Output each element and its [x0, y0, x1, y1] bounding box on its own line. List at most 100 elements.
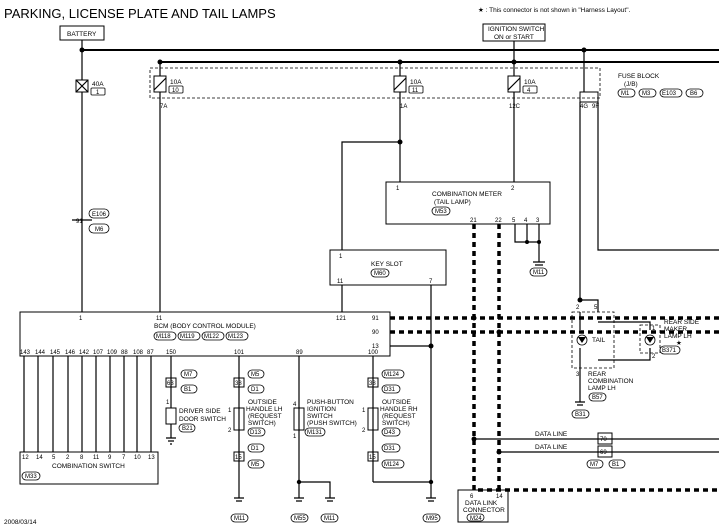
fuse-block-conn-1: M1	[621, 91, 630, 97]
svg-text:(PUSH SWITCH): (PUSH SWITCH)	[307, 420, 357, 427]
svg-text:M7: M7	[184, 372, 193, 378]
svg-text:5: 5	[512, 218, 516, 224]
svg-text:9: 9	[108, 455, 112, 461]
combination-meter-label: COMBINATION METER	[432, 191, 502, 198]
svg-text:HANDLE LH: HANDLE LH	[246, 406, 283, 413]
svg-text:146: 146	[65, 350, 76, 356]
driver-door-label: DRIVER SIDE	[179, 408, 221, 415]
svg-text:3: 3	[576, 372, 580, 378]
svg-text:B21: B21	[182, 426, 193, 432]
fuse-pin-4g: 4G	[580, 104, 588, 110]
svg-text:MAKER: MAKER	[664, 326, 687, 333]
svg-text:1: 1	[166, 400, 170, 406]
svg-text:D1: D1	[251, 387, 259, 393]
svg-text:2: 2	[228, 428, 232, 434]
battery-label: BATTERY	[67, 31, 97, 38]
combination-meter-box	[385, 181, 551, 225]
handle-lh-label: OUTSIDE	[248, 399, 278, 406]
svg-text:70: 70	[600, 437, 607, 443]
svg-text:14: 14	[496, 494, 503, 500]
handle-lh-switch	[233, 407, 245, 431]
svg-text:★: ★	[676, 339, 682, 347]
combination-meter-conn: M53	[435, 209, 447, 215]
svg-text:CONNECTOR: CONNECTOR	[463, 507, 505, 514]
fuse-4-amp: 10A	[524, 79, 536, 86]
svg-text:143: 143	[20, 350, 31, 356]
svg-text:142: 142	[79, 350, 90, 356]
svg-text:121: 121	[336, 316, 347, 322]
bcm-label: BCM (BODY CONTROL MODULE)	[154, 323, 256, 330]
fuse-block-line2: (J/B)	[624, 81, 638, 88]
svg-text:LAMP LH: LAMP LH	[588, 385, 616, 392]
dlc-conn: M24	[470, 516, 482, 522]
ignition-line1: IGNITION SWITCH	[488, 26, 545, 33]
svg-text:IGNITION: IGNITION	[307, 406, 336, 413]
svg-text:15: 15	[369, 455, 376, 461]
tail-lamp-label: TAIL	[592, 337, 606, 344]
combination-switch-box	[19, 451, 159, 485]
svg-text:21: 21	[470, 218, 477, 224]
e106-pin: 91	[76, 219, 83, 225]
svg-text:B371: B371	[662, 348, 677, 354]
ground-m95: M95	[426, 516, 438, 522]
svg-text:(REQUEST: (REQUEST	[248, 413, 282, 420]
svg-text:M122: M122	[204, 334, 220, 340]
svg-text:108: 108	[133, 350, 144, 356]
svg-text:38: 38	[369, 381, 376, 387]
svg-text:1: 1	[293, 434, 297, 440]
svg-text:12: 12	[22, 455, 29, 461]
svg-text:150: 150	[166, 350, 177, 356]
ignition-line2: ON or START	[494, 34, 534, 41]
push-button-switch	[293, 407, 305, 431]
page-title: PARKING, LICENSE PLATE AND TAIL LAMPS	[4, 6, 276, 21]
combination-switch-conn: M33	[25, 474, 37, 480]
fuse-4g-9f-block	[579, 91, 599, 103]
dlc-label: DATA LINK	[465, 500, 498, 507]
svg-text:88: 88	[121, 350, 128, 356]
svg-text:3: 3	[536, 218, 540, 224]
handle-rh-label: OUTSIDE	[382, 399, 412, 406]
svg-text:89: 89	[296, 350, 303, 356]
svg-text:M124: M124	[384, 372, 400, 378]
svg-text:2: 2	[66, 455, 70, 461]
svg-text:2: 2	[511, 186, 515, 192]
svg-text:M5: M5	[251, 462, 260, 468]
svg-text:38: 38	[235, 381, 242, 387]
fuse-4-num: 4	[527, 88, 531, 94]
rear-combination-lamp-box	[571, 311, 615, 369]
svg-text:COMBINATION: COMBINATION	[588, 378, 634, 385]
svg-text:87: 87	[147, 350, 154, 356]
fuse-block-conn-3: E103	[662, 91, 677, 97]
svg-text:10: 10	[134, 455, 141, 461]
svg-text:63: 63	[167, 381, 174, 387]
svg-text:8: 8	[80, 455, 84, 461]
svg-text:14: 14	[36, 455, 43, 461]
fuse-block-outline	[149, 67, 601, 99]
svg-text:SWITCH: SWITCH	[307, 413, 333, 420]
svg-text:13: 13	[372, 344, 379, 350]
rear-combination-label: REAR	[588, 371, 606, 378]
can-line-21	[472, 224, 719, 492]
svg-text:M131: M131	[307, 430, 323, 436]
fuse-11-amp: 10A	[410, 79, 422, 86]
svg-text:D31: D31	[384, 387, 396, 393]
svg-text:145: 145	[50, 350, 61, 356]
svg-text:1: 1	[362, 408, 366, 414]
svg-text:107: 107	[93, 350, 104, 356]
svg-text:M7: M7	[590, 462, 599, 468]
svg-text:2: 2	[576, 305, 580, 311]
m6-conn: M6	[95, 227, 104, 233]
svg-text:5: 5	[52, 455, 56, 461]
svg-text:(REQUEST: (REQUEST	[382, 413, 416, 420]
ground-push-m55: M55	[294, 516, 306, 522]
fuse-40a-num: 1	[96, 90, 100, 96]
svg-text:1: 1	[652, 326, 656, 332]
svg-text:90: 90	[372, 330, 379, 336]
svg-text:D43: D43	[384, 430, 396, 436]
push-button-label: PUSH-BUTTON	[307, 399, 354, 406]
fuse-10-num: 10	[172, 88, 179, 94]
svg-text:144: 144	[35, 350, 46, 356]
svg-text:11: 11	[93, 455, 100, 461]
